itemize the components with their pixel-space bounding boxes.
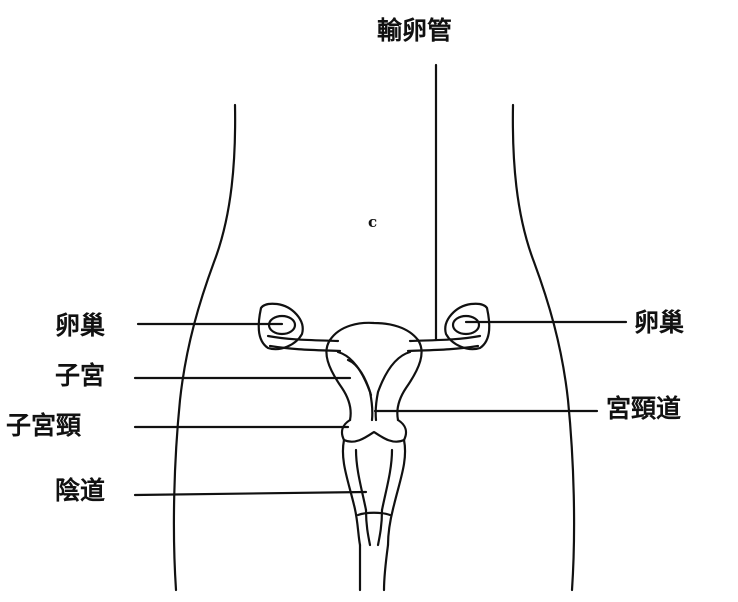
right-ovary-inner (453, 316, 479, 334)
torso-left-outline (174, 105, 235, 590)
torso-right-outline (513, 105, 574, 590)
uterine-cavity (338, 352, 410, 420)
label-cervical-canal: 宮頸道 (606, 396, 681, 421)
cervix (342, 420, 406, 440)
left-ovary (259, 304, 303, 349)
marker-c: c (368, 215, 377, 230)
label-ovary-right: 卵巢 (634, 310, 684, 335)
label-ovary-left: 卵巢 (55, 313, 105, 338)
label-uterus: 子宮 (55, 363, 105, 388)
label-cervix: 子宮頸 (6, 413, 81, 438)
label-vagina: 陰道 (55, 478, 105, 503)
left-fallopian-tube (268, 336, 338, 341)
vaginal-opening (360, 545, 388, 590)
uterus-fundus (330, 323, 418, 340)
leader-vagina (135, 492, 366, 495)
right-ovary (445, 304, 489, 349)
label-fallopian-tube: 輸卵管 (377, 18, 452, 43)
right-fallopian-tube (410, 336, 480, 341)
vagina-inner (356, 450, 392, 510)
